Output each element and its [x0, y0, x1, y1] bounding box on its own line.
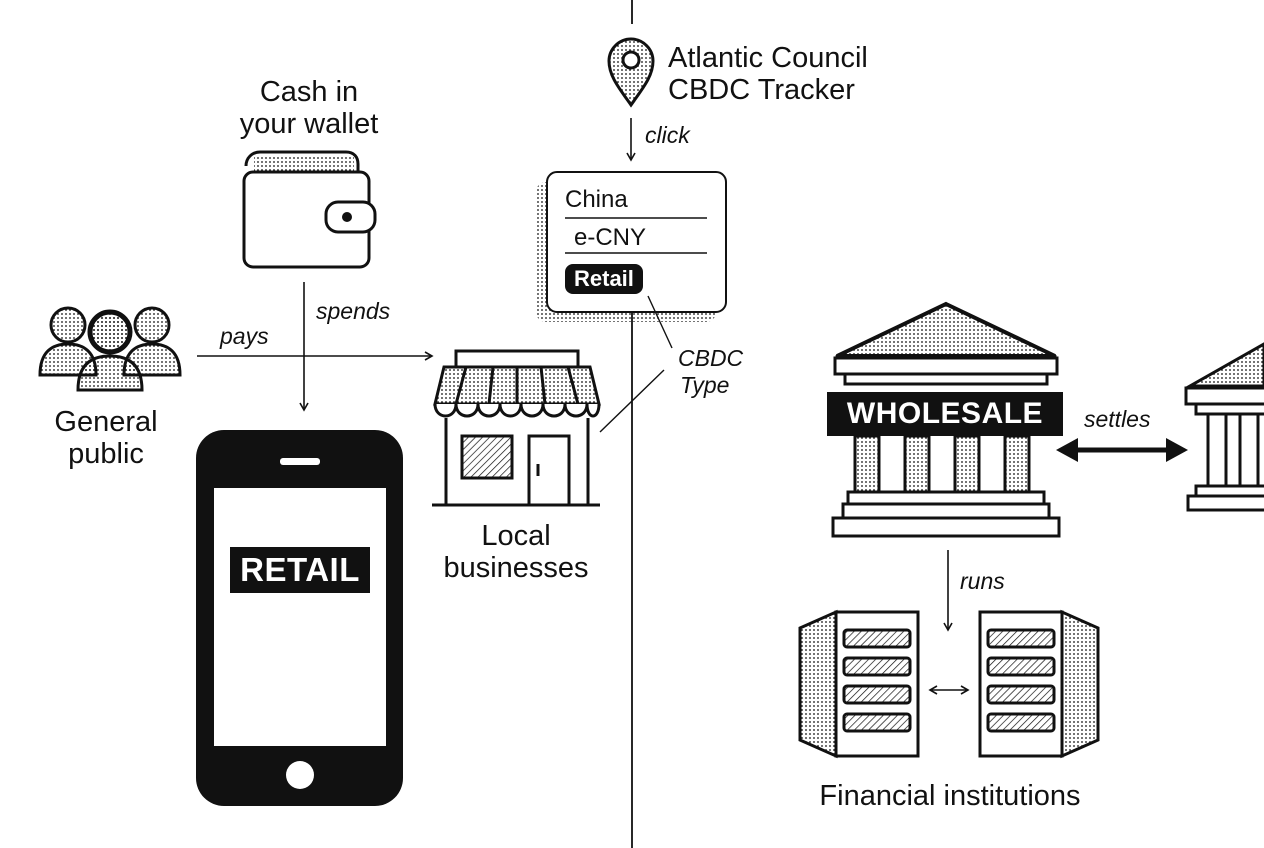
central-bank-icon [831, 301, 1061, 538]
server-right-icon [978, 609, 1100, 759]
people-group-icon [38, 306, 182, 392]
counterparty-bank-icon [1184, 342, 1264, 512]
card-country: China [565, 186, 628, 213]
card-currency: e-CNY [574, 224, 647, 251]
spends-label: spends [316, 298, 391, 324]
cbdc-type-label-line1: CBDC [678, 345, 744, 371]
tracker-title-line1: Atlantic Council [668, 42, 868, 74]
business-label-line2: businesses [443, 552, 589, 584]
public-label-line1: General [54, 406, 158, 438]
settles-arrow [1056, 438, 1188, 462]
public-label-line2: public [68, 438, 144, 470]
cbdc-type-leader-shop [599, 369, 665, 433]
shop-icon [432, 349, 601, 507]
pays-label: pays [220, 323, 269, 349]
location-pin-icon [607, 37, 655, 108]
cbdc-type-label-line2: Type [680, 372, 730, 398]
wholesale-banner: WHOLESALE [827, 392, 1063, 436]
business-label-line1: Local [481, 520, 551, 552]
settles-label: settles [1084, 406, 1151, 432]
wallet-label-line2: your wallet [239, 108, 379, 140]
wallet-icon [242, 150, 377, 269]
institutions-label: Financial institutions [819, 780, 1081, 812]
card-type-badge: Retail [565, 264, 643, 294]
retail-banner: RETAIL [230, 547, 370, 593]
server-left-icon [798, 609, 920, 759]
runs-label: runs [960, 568, 1005, 594]
phone-icon [196, 430, 403, 806]
cbdc-type-leader-card [647, 295, 673, 349]
tracker-title-line2: CBDC Tracker [668, 74, 855, 106]
click-label: click [645, 122, 690, 148]
wallet-label-line1: Cash in [259, 76, 359, 108]
